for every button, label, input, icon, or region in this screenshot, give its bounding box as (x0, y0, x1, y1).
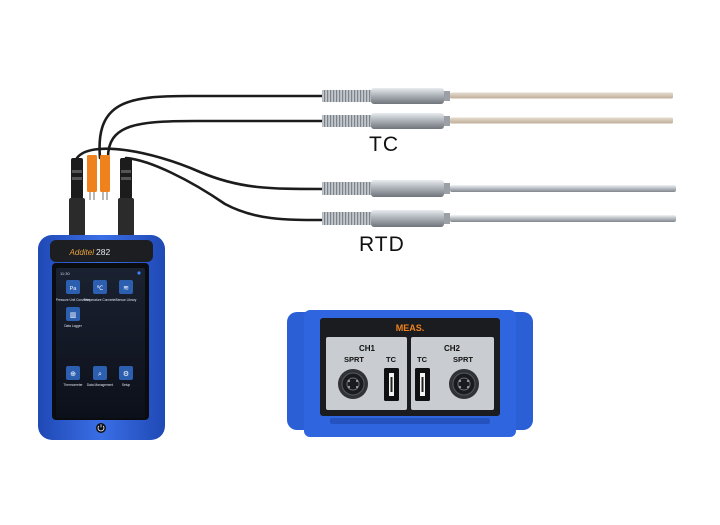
probe-handle (371, 88, 444, 104)
app-tile-pressure[interactable]: Pa Pressure Unit Converter (56, 280, 91, 302)
probe-handle (371, 180, 444, 197)
power-icon (97, 425, 105, 432)
ceramic-sheath (450, 117, 673, 124)
cable-rtd-2 (124, 156, 324, 222)
probe-ferrule (444, 91, 450, 101)
temperature-converter-icon: ℃ (97, 286, 104, 292)
spring-strain-relief (322, 90, 372, 102)
dock-label: Setup (122, 383, 131, 387)
probe-ferrule (444, 116, 450, 126)
rtd-probe-2 (322, 210, 676, 227)
app-label: Data Logger (64, 324, 82, 328)
ch1-label: CH1 (359, 344, 376, 353)
ch2-tc-label: TC (417, 355, 428, 364)
spring-strain-relief (322, 182, 372, 195)
cable-tc-2 (106, 119, 324, 160)
dock-thermometer[interactable]: ⊕ Thermometer (63, 366, 83, 387)
app-tile-sensor-library[interactable]: ≋ Sensor Library (116, 280, 137, 302)
probe-ferrule (444, 183, 450, 194)
probe-ferrule (444, 213, 450, 224)
ch1-sprt-socket[interactable] (338, 369, 368, 399)
app-label: Temperature Converter (84, 298, 118, 302)
cable-rtd-1 (75, 147, 324, 191)
brand-logo: Additel (69, 248, 95, 257)
probe-handle (371, 113, 444, 129)
ch1-tc-socket[interactable] (384, 368, 399, 401)
ch2-sprt-socket[interactable] (449, 369, 479, 399)
data-management-icon: ⌕ (98, 371, 102, 378)
ch2-tc-socket[interactable] (415, 368, 430, 401)
tc-probe-1 (322, 88, 673, 104)
steel-sheath (450, 185, 676, 192)
model-number: 282 (96, 247, 110, 257)
spring-strain-relief (322, 115, 372, 127)
tc-label: TC (369, 133, 399, 156)
app-label: Pressure Unit Converter (56, 298, 91, 302)
ceramic-sheath (450, 92, 673, 99)
ch1-tc-label: TC (386, 355, 397, 364)
dock-label: Thermometer (63, 383, 83, 387)
tc-probe-2 (322, 113, 673, 129)
panel-title: MEAS. (396, 323, 425, 333)
tc-plug-orange-1 (87, 155, 97, 192)
ch1-sprt-label: SPRT (344, 355, 364, 364)
rtd-label: RTD (359, 233, 405, 256)
spring-strain-relief (322, 212, 372, 225)
dock-data-management[interactable]: ⌕ Data Management (87, 366, 113, 387)
thermometer-icon: ⊕ (70, 371, 76, 378)
status-time: 11:30 (60, 271, 70, 276)
ch2-sprt-label: SPRT (453, 355, 473, 364)
power-button[interactable] (96, 423, 106, 433)
dock-label: Data Management (87, 383, 113, 387)
screen (56, 268, 145, 418)
status-indicator-icon (137, 271, 141, 275)
steel-sheath (450, 215, 676, 222)
handheld-thermometer: Additel 282 11:30 Pa Pressure Unit Conve… (38, 235, 165, 440)
data-logger-icon: ▥ (70, 312, 77, 319)
pressure-unit-converter-icon: Pa (70, 286, 78, 292)
device-top-view: MEAS. CH1 SPRT TC CH2 TC SPRT (287, 310, 533, 437)
setup-icon: ⚙ (123, 370, 129, 378)
probe-cables (75, 94, 324, 222)
probe-handle (371, 210, 444, 227)
tc-plug-orange-2 (100, 155, 110, 192)
ch2-label: CH2 (444, 344, 461, 353)
rtd-probe-1 (322, 180, 676, 197)
app-label: Sensor Library (116, 298, 137, 302)
top-connectors (69, 155, 134, 238)
app-tile-temperature[interactable]: ℃ Temperature Converter (84, 280, 118, 302)
app-tile-data-logger[interactable]: ▥ Data Logger (64, 307, 83, 328)
cable-tc-1 (98, 94, 324, 160)
sensor-library-icon: ≋ (123, 285, 129, 292)
dock-setup[interactable]: ⚙ Setup (119, 366, 133, 387)
